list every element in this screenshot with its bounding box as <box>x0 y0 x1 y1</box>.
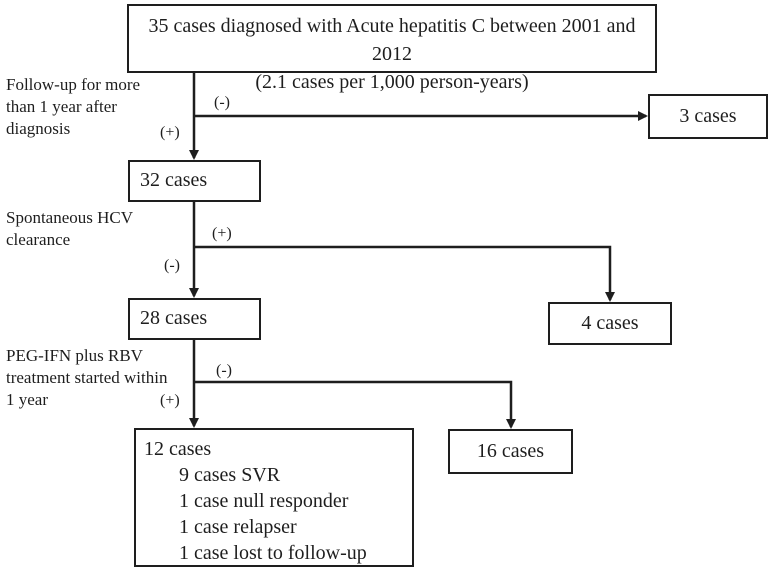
followup-pos-label: (+) <box>160 124 180 141</box>
clearance-condition: Spontaneous HCV clearance <box>6 207 133 251</box>
outcome-item: 9 cases SVR <box>179 464 281 486</box>
condition-line: treatment started within <box>6 368 168 387</box>
excluded-box-3: 3 cases <box>648 94 768 139</box>
condition-line: PEG-IFN plus RBV <box>6 346 143 365</box>
outcome-item: 1 case null responder <box>179 490 349 512</box>
treatment-condition: PEG-IFN plus RBV treatment started withi… <box>6 345 167 411</box>
treatment-pos-label: (+) <box>160 392 180 409</box>
followup-neg-label: (-) <box>214 94 230 111</box>
condition-line: 1 year <box>6 390 49 409</box>
treatment-neg-label: (-) <box>216 362 232 379</box>
condition-line: Follow-up for more <box>6 75 141 94</box>
remaining-box-28: 28 cases <box>128 298 261 340</box>
outcome-item: 1 case relapser <box>179 516 297 538</box>
treated-box-12: 12 cases 9 cases SVR 1 case null respond… <box>134 428 414 567</box>
treated-title: 12 cases <box>144 438 212 460</box>
exclusion-arrow-2 <box>194 245 615 302</box>
excluded-box-4: 4 cases <box>548 302 672 345</box>
condition-line: Spontaneous HCV <box>6 208 134 227</box>
remaining-box-32: 32 cases <box>128 160 261 202</box>
clearance-neg-label: (-) <box>164 257 180 274</box>
outcome-item: 1 case lost to follow-up <box>179 542 367 564</box>
cohort-incidence: (2.1 cases per 1,000 person-years) <box>255 71 529 93</box>
cohort-box: 35 cases diagnosed with Acute hepatitis … <box>127 4 657 93</box>
followup-condition: Follow-up for more than 1 year after dia… <box>6 74 140 140</box>
condition-line: than 1 year after <box>6 97 117 116</box>
condition-line: diagnosis <box>6 119 71 138</box>
cohort-title: 35 cases diagnosed with Acute hepatitis … <box>148 15 636 65</box>
excluded-box-16: 16 cases <box>448 429 573 474</box>
exclusion-arrow-3 <box>194 380 516 429</box>
condition-line: clearance <box>6 230 71 249</box>
clearance-pos-label: (+) <box>212 225 232 242</box>
